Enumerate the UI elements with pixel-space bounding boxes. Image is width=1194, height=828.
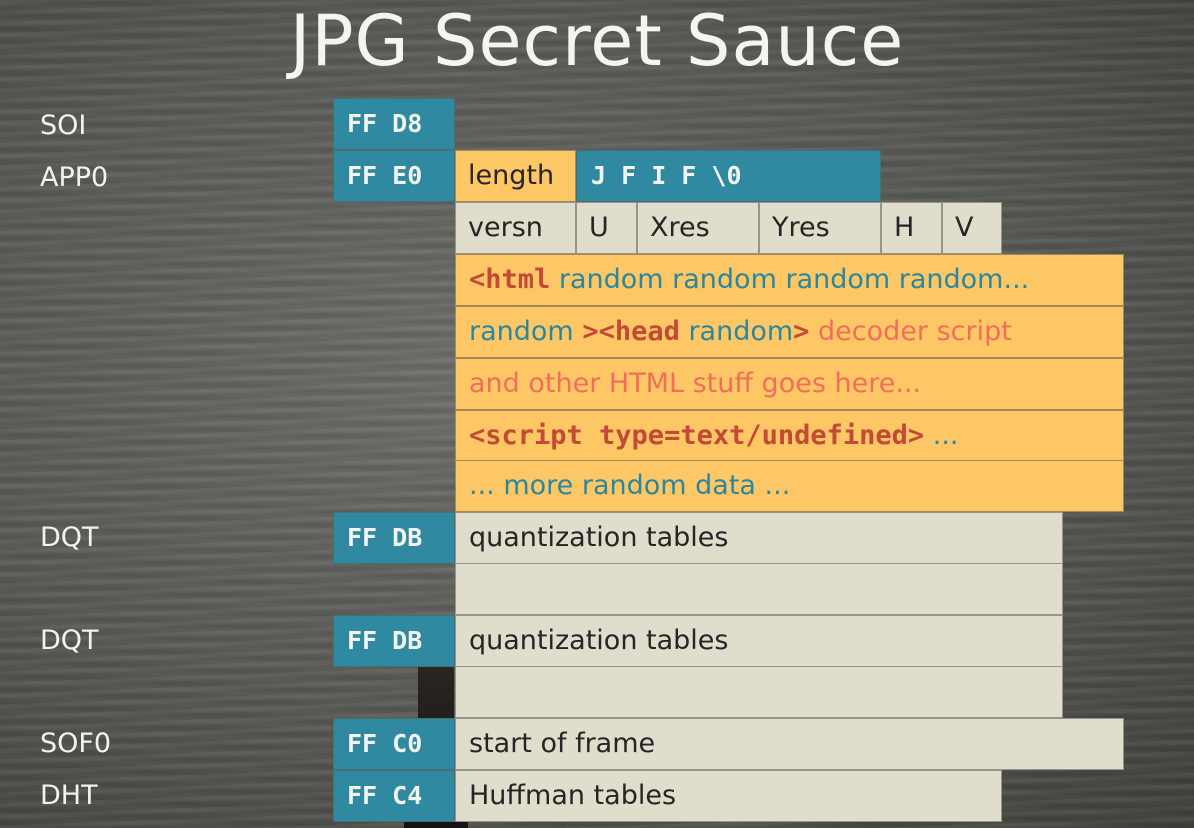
app0-h: H (881, 202, 942, 254)
marker-soi: FF D8 (333, 98, 455, 150)
payload-row-2: random ><head random> decoder script (455, 306, 1124, 358)
slide-title: JPG Secret Sauce (289, 0, 905, 82)
payload-row-4: <script type=text/undefined> ... (455, 410, 1124, 462)
payload-row-4-text: ... (924, 420, 959, 451)
label-soi: SOI (40, 110, 87, 141)
label-dht: DHT (40, 780, 98, 811)
payload-row-1: <html random random random random... (455, 254, 1124, 306)
script-tag: <script type=text/undefined> (469, 420, 925, 451)
payload-row-3-text: and other HTML stuff goes here... (469, 368, 922, 399)
marker-dqt-1: FF DB (333, 512, 455, 564)
dqt-2-tables: quantization tables (455, 615, 1063, 667)
label-dqt-2: DQT (40, 625, 99, 656)
label-app0: APP0 (40, 162, 109, 193)
html-tag: <html (469, 264, 551, 295)
payload-row-2-random-2: random (679, 316, 794, 347)
sof0-frame: start of frame (455, 718, 1124, 770)
dqt-2-continuation (455, 666, 1063, 718)
decoder-script-text: decoder script (809, 316, 1012, 347)
dht-tables: Huffman tables (455, 770, 1002, 822)
payload-row-1-text: random random random random... (550, 264, 1030, 295)
app0-yres: Yres (759, 202, 881, 254)
payload-row-2-random: random (469, 316, 583, 347)
payload-row-3: and other HTML stuff goes here... (455, 358, 1124, 410)
app0-versn: versn (455, 202, 576, 254)
app0-units: U (576, 202, 637, 254)
payload-row-5: ... more random data ... (455, 460, 1124, 512)
head-tag: ><head (582, 316, 680, 347)
label-dqt-1: DQT (40, 522, 99, 553)
marker-dqt-2: FF DB (333, 615, 455, 667)
marker-sof0: FF C0 (333, 718, 455, 770)
dqt-1-continuation (455, 563, 1063, 615)
dqt-1-tables: quantization tables (455, 512, 1063, 564)
app0-length: length (455, 150, 576, 202)
head-close: > (793, 316, 810, 347)
marker-dht: FF C4 (333, 770, 455, 822)
payload-row-5-text: ... more random data ... (469, 470, 791, 501)
app0-jfif: J F I F \0 (576, 150, 881, 202)
label-sof0: SOF0 (40, 728, 112, 759)
marker-app0: FF E0 (333, 150, 455, 202)
app0-v: V (942, 202, 1002, 254)
app0-xres: Xres (637, 202, 759, 254)
